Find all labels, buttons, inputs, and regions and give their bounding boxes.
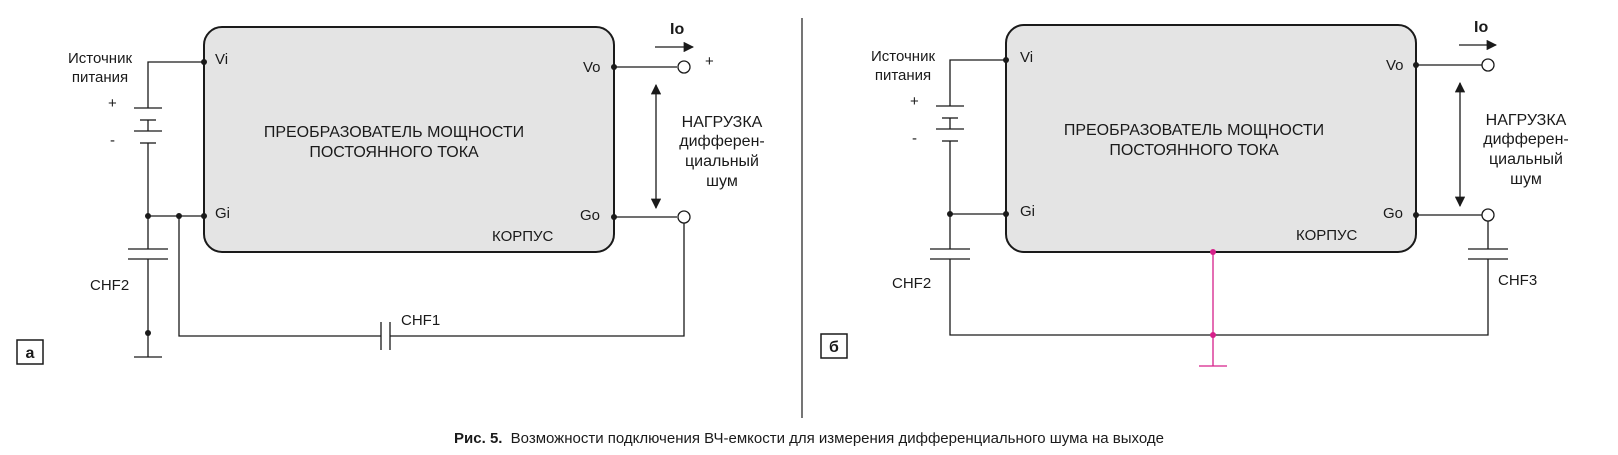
battery-plus-a: + [108, 95, 117, 112]
supply-label-line2-a: питания [72, 69, 128, 86]
case-label-a: КОРПУС [492, 228, 554, 245]
schematic-figure: ПРЕОБРАЗОВАТЕЛЬ МОЩНОСТИ ПОСТОЯННОГО ТОК… [16, 18, 1569, 418]
figure-caption-prefix: Рис. 5. [454, 430, 503, 447]
pin-vo-a: Vo [583, 59, 601, 76]
supply-label-line1-b: Источник [871, 48, 935, 65]
load-label-line4-b: шум [1510, 171, 1542, 188]
converter-title-line2-b: ПОСТОЯННОГО ТОКА [1109, 142, 1279, 159]
panel-a: ПРЕОБРАЗОВАТЕЛЬ МОЩНОСТИ ПОСТОЯННОГО ТОК… [16, 21, 765, 365]
supply-label-line1-a: Источник [68, 50, 132, 67]
pin-gi-a: Gi [215, 205, 230, 222]
battery-minus-a: - [110, 132, 115, 149]
battery-minus-b: - [912, 130, 917, 147]
converter-title-line2-a: ПОСТОЯННОГО ТОКА [309, 144, 479, 161]
pin-go-b: Go [1383, 205, 1403, 222]
pin-vi-a: Vi [215, 51, 228, 68]
chf3-label-b: CHF3 [1498, 272, 1537, 289]
load-label-line3-a: циальный [685, 153, 759, 170]
converter-title-line1-a: ПРЕОБРАЗОВАТЕЛЬ МОЩНОСТИ [264, 124, 524, 141]
load-label-line1-a: НАГРУЗКА [682, 114, 763, 131]
converter-box-a [203, 26, 615, 253]
figure-caption-text: Возможности подключения ВЧ-емкости для и… [510, 430, 1164, 447]
panel-tag-box-b [820, 333, 848, 359]
panel-tag-box-a [16, 339, 44, 365]
chf2-label-b: CHF2 [892, 275, 931, 292]
pin-go-a: Go [580, 207, 600, 224]
output-plus-a: + [705, 53, 714, 70]
pin-gi-b: Gi [1020, 203, 1035, 220]
pin-vo-b: Vo [1386, 57, 1404, 74]
current-label-a: Io [670, 21, 684, 38]
chf1-label-a: CHF1 [401, 312, 440, 329]
panel-tag-b: б [829, 339, 839, 356]
battery-plus-b: + [910, 93, 919, 110]
chf2-label-a: CHF2 [90, 277, 129, 294]
load-label-line2-b: дифферен- [1483, 131, 1568, 148]
converter-title-line1-b: ПРЕОБРАЗОВАТЕЛЬ МОЩНОСТИ [1064, 122, 1324, 139]
panel-b: ПРЕОБРАЗОВАТЕЛЬ МОЩНОСТИ ПОСТОЯННОГО ТОК… [820, 19, 1569, 367]
load-label-line3-b: циальный [1489, 151, 1563, 168]
figure-caption: Рис. 5. Возможности подключения ВЧ-емкос… [0, 430, 1618, 447]
supply-label-line2-b: питания [875, 67, 931, 84]
panel-tag-a: а [26, 345, 35, 362]
load-label-line1-b: НАГРУЗКА [1486, 112, 1567, 129]
case-label-b: КОРПУС [1296, 227, 1358, 244]
load-label-line2-a: дифферен- [679, 133, 764, 150]
load-label-line4-a: шум [706, 173, 738, 190]
pin-vi-b: Vi [1020, 49, 1033, 66]
current-label-b: Io [1474, 19, 1488, 36]
